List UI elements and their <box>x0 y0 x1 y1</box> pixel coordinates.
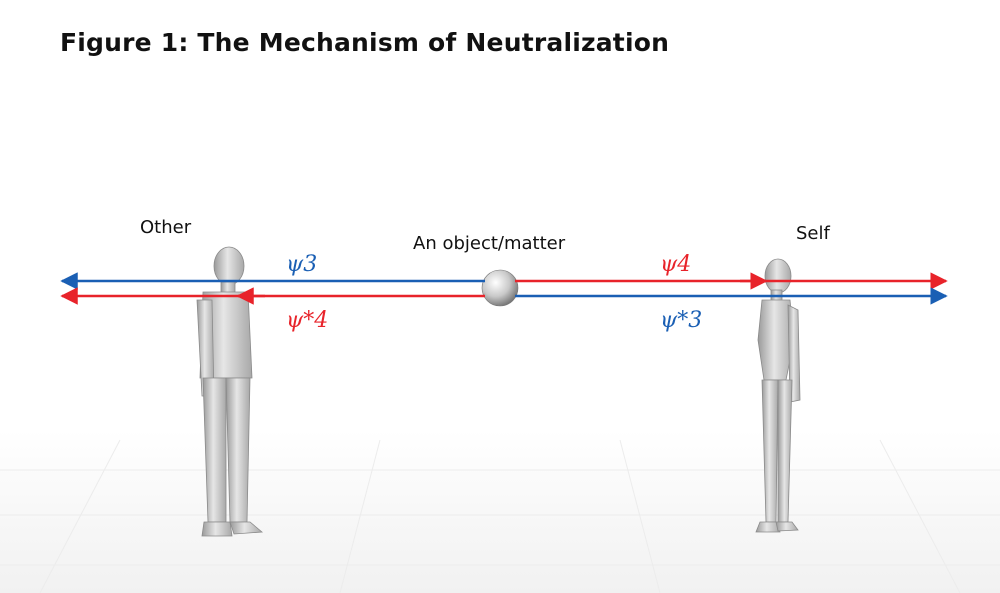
label-psi-star3: ψ*3 <box>660 308 702 333</box>
standing-man-icon <box>196 246 264 537</box>
label-psi4: ψ4 <box>660 252 691 277</box>
floor-grid <box>0 439 1000 593</box>
label-object: An object/matter <box>413 233 566 254</box>
figure-title: Figure 1: The Mechanism of Neutralizatio… <box>60 28 670 57</box>
label-psi-star4: ψ*4 <box>286 308 328 333</box>
standing-woman-icon <box>755 258 801 533</box>
label-other: Other <box>140 217 192 238</box>
floor <box>0 430 1000 593</box>
label-psi3: ψ3 <box>286 252 317 277</box>
label-self: Self <box>796 223 831 244</box>
sphere-icon <box>481 269 519 307</box>
